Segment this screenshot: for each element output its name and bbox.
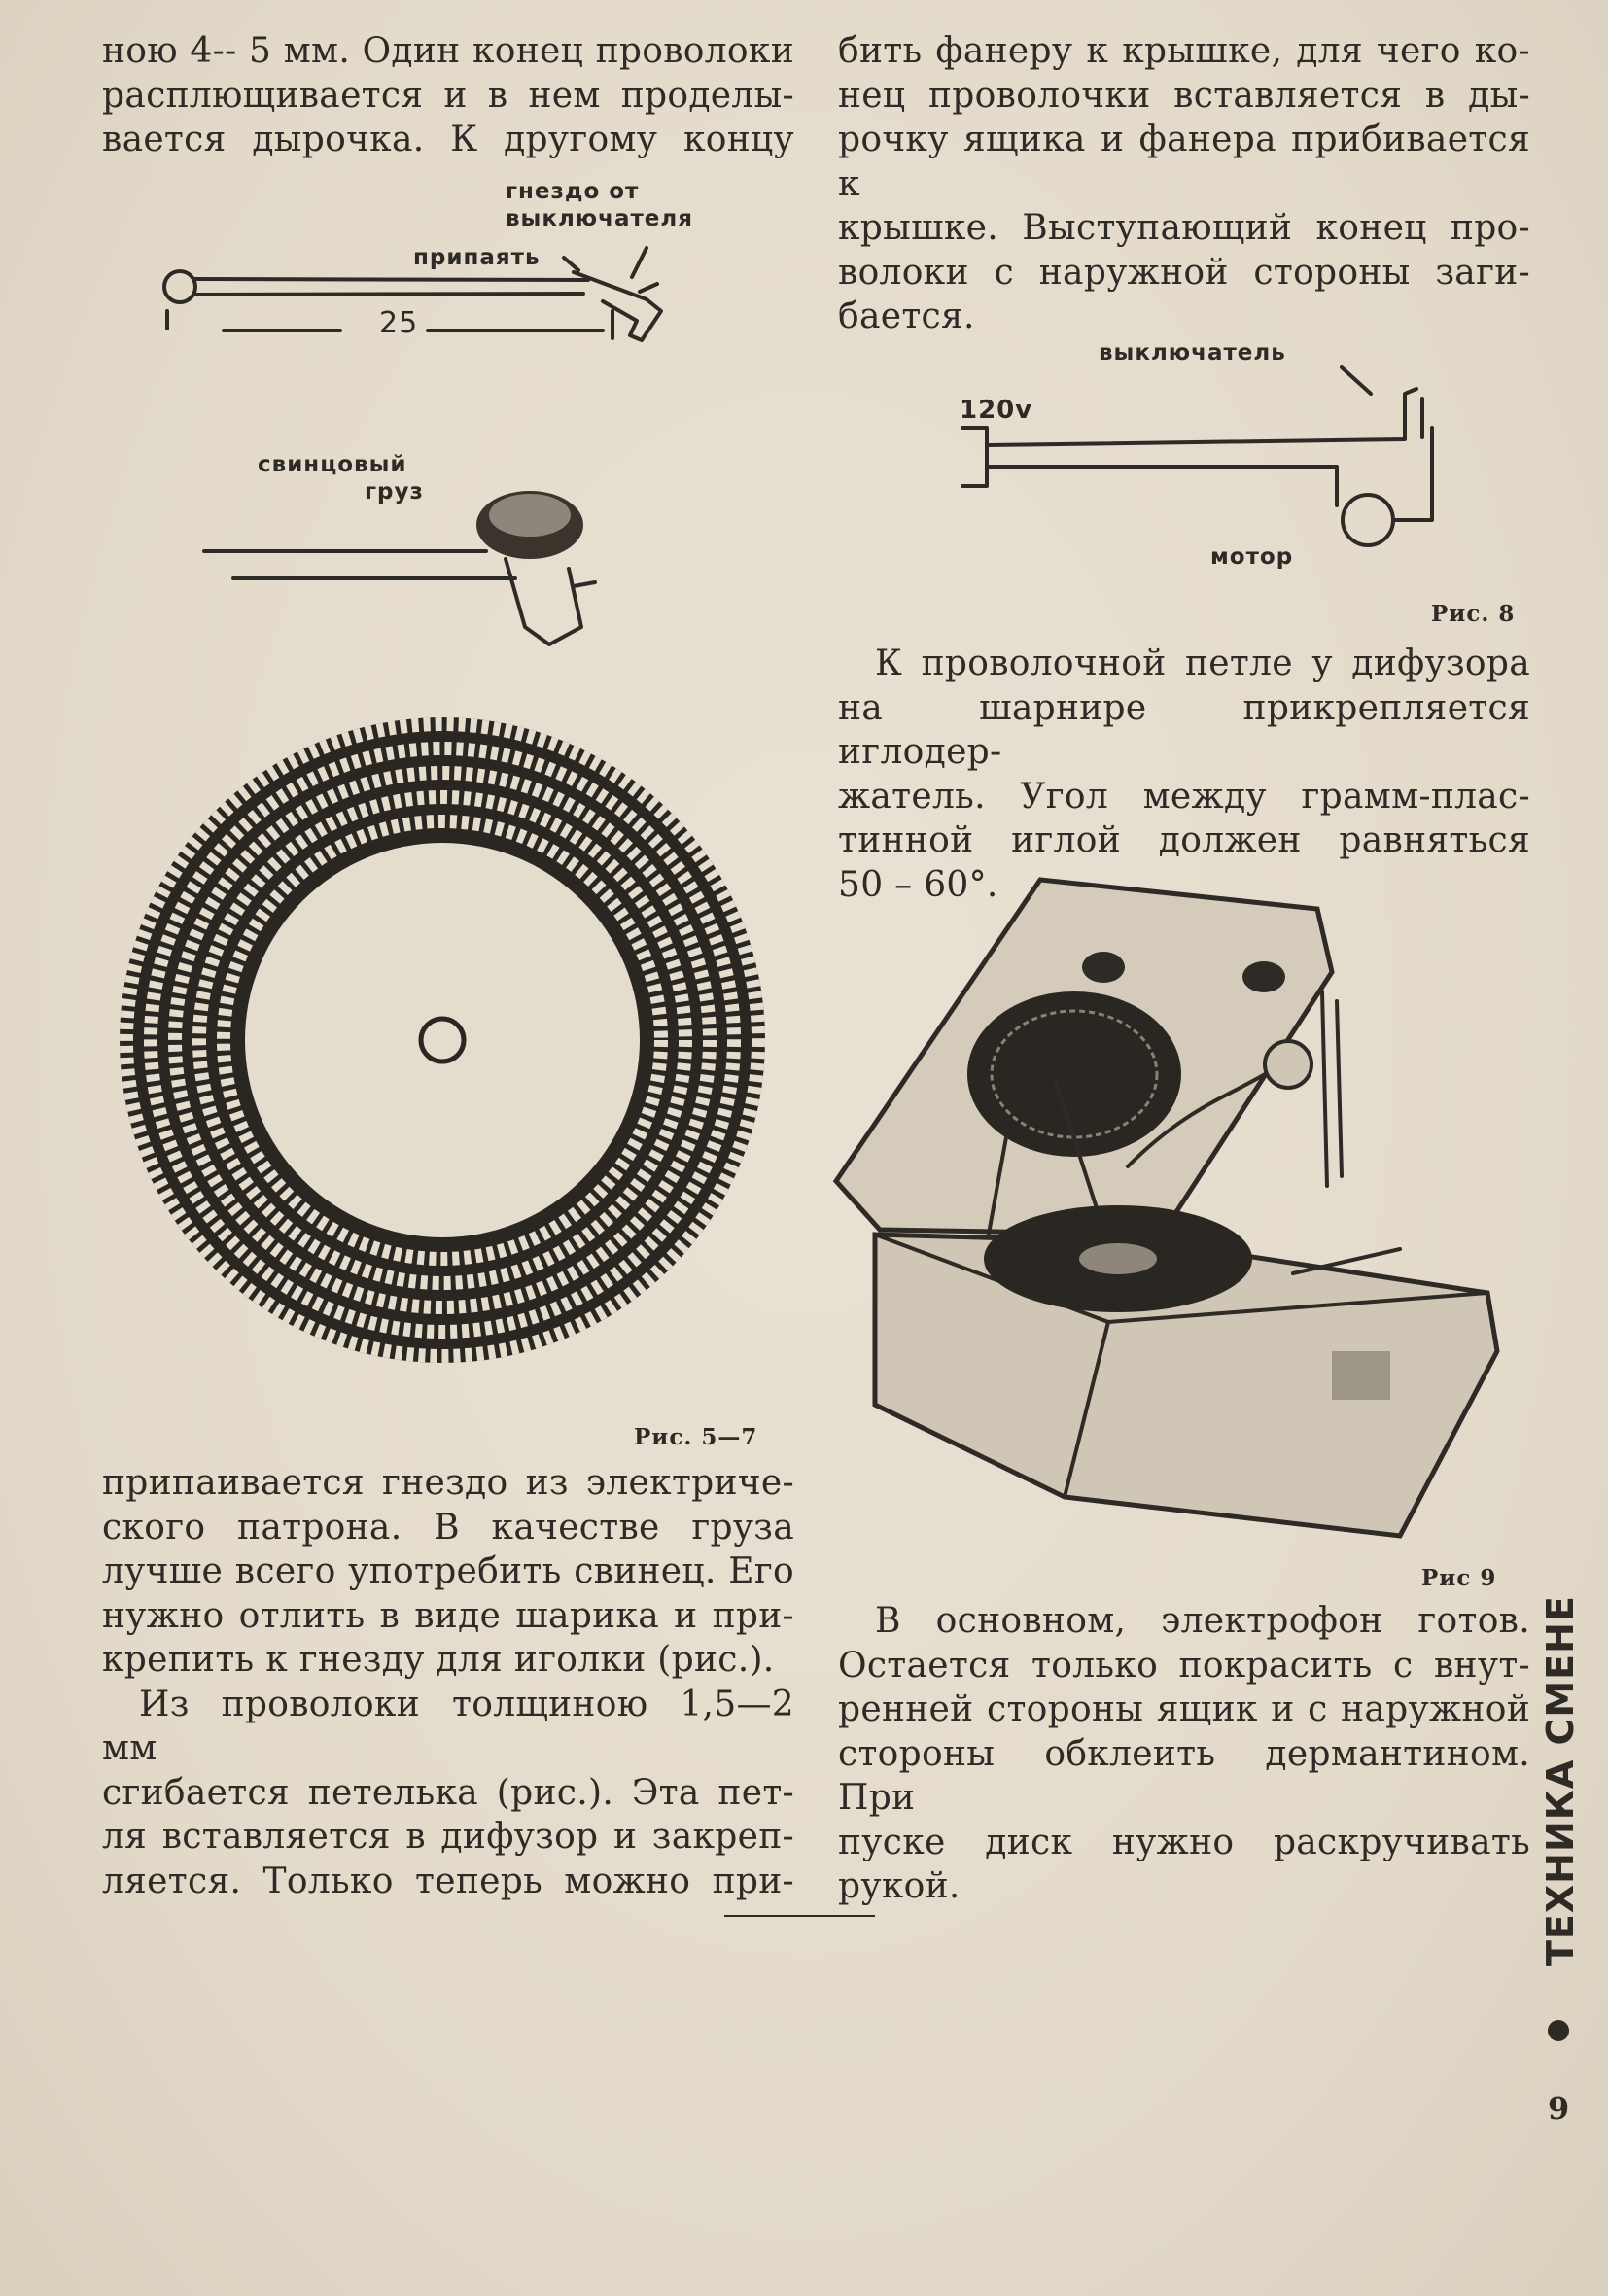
journal-title-vertical: ТЕХНИКА СМЕНЕ bbox=[1531, 1595, 1590, 1966]
text-line: бить фанеру к крышке, для чего ко- bbox=[838, 31, 1530, 71]
text-line: лучше всего употребить свинец. Его bbox=[102, 1551, 794, 1591]
text-line: ля вставляется в дифузор и закреп- bbox=[102, 1817, 794, 1857]
text-line: бается. bbox=[838, 296, 975, 336]
journal-title: ТЕХНИКА СМЕНЕ bbox=[1539, 1595, 1582, 1966]
page-number: 9 bbox=[1548, 2090, 1570, 2127]
right-column-top-text: бить фанеру к крышке, для чего ко- нец п… bbox=[838, 29, 1530, 339]
text-line: Из проволоки толщиною 1,5—2 мм bbox=[102, 1684, 794, 1769]
text-line: вается дырочка. К другому концу bbox=[102, 120, 794, 159]
motor-label: мотор bbox=[1210, 544, 1293, 570]
weight-label-line1: свинцовый bbox=[258, 452, 407, 477]
solder-label: припаять bbox=[413, 245, 541, 270]
circuit-drawing: выключатель 120v мотор bbox=[960, 340, 1434, 570]
text-line: пуске диск нужно раскручивать bbox=[838, 1822, 1530, 1862]
caption-fig-5-7: Рис. 5—7 bbox=[634, 1424, 758, 1450]
socket-label-line2: выключателя bbox=[506, 206, 693, 231]
text-line: волоки с наружной стороны заги- bbox=[838, 252, 1530, 293]
text-line: сгибается петелька (рис.). Эта пет- bbox=[102, 1772, 794, 1813]
disc-drawing bbox=[120, 717, 765, 1363]
text-line: ренней стороны ящик и с наружной bbox=[838, 1689, 1530, 1729]
switch-label: выключатель bbox=[1099, 340, 1286, 365]
voltage-label: 120v bbox=[960, 396, 1032, 425]
text-line: Остается только покрасить с внут- bbox=[838, 1645, 1530, 1686]
text-line: рукой. bbox=[838, 1866, 961, 1906]
text-line: крепить к гнезду для иголки (рис.). bbox=[102, 1640, 775, 1680]
text-line: тинной иглой должен равняться bbox=[838, 820, 1530, 860]
text-line: рочку ящика и фанера прибивается к bbox=[838, 120, 1530, 204]
text-line: нец проволочки вставляется в ды- bbox=[838, 75, 1530, 116]
text-line: 50 – 60°. bbox=[838, 864, 998, 905]
bullet-mark bbox=[1548, 2020, 1569, 2041]
length-label: 25 bbox=[379, 306, 418, 340]
caption-fig-8: Рис. 8 bbox=[1431, 601, 1516, 627]
socket-label-line1: гнездо от bbox=[506, 179, 639, 204]
wire-socket-drawing: гнездо от выключателя припаять 25 bbox=[162, 179, 693, 342]
weight-label-line2: груз bbox=[365, 479, 424, 504]
text-line: В основном, электрофон готов. bbox=[875, 1601, 1530, 1641]
text-line: ляется. Только теперь можно при- bbox=[102, 1861, 794, 1901]
lead-weight-drawing: свинцовый груз bbox=[202, 452, 597, 646]
text-line: ского патрона. В качестве груза bbox=[102, 1507, 794, 1548]
text-line: на шарнире прикрепляется иглодер- bbox=[838, 687, 1530, 773]
section-divider bbox=[724, 1915, 875, 1917]
text-line: расплющивается и в нем проделы- bbox=[102, 75, 794, 116]
right-column-middle-text: К проволочной петле у дифузора на шарнир… bbox=[838, 642, 1530, 907]
text-line: припаивается гнездо из электриче- bbox=[102, 1463, 794, 1503]
caption-fig-9: Рис 9 bbox=[1421, 1565, 1497, 1591]
text-line: ною 4-- 5 мм. Один конец проволоки bbox=[102, 31, 794, 71]
left-column-top-text: ною 4-- 5 мм. Один конец проволоки распл… bbox=[102, 29, 794, 162]
text-line: крышке. Выступающий конец про- bbox=[838, 208, 1530, 248]
text-line: К проволочной петле у дифузора bbox=[875, 644, 1530, 683]
electrophone-drawing bbox=[832, 877, 1500, 1539]
text-line: стороны обклеить дермантином. При bbox=[838, 1733, 1530, 1819]
text-line: нужно отлить в виде шарика и при- bbox=[102, 1595, 794, 1636]
right-column-bottom-text: В основном, электрофон готов. Остается т… bbox=[838, 1599, 1530, 1909]
text-line: жатель. Угол между грамм-плас- bbox=[838, 776, 1530, 817]
left-column-bottom-text: припаивается гнездо из электриче- ского … bbox=[102, 1461, 794, 1903]
